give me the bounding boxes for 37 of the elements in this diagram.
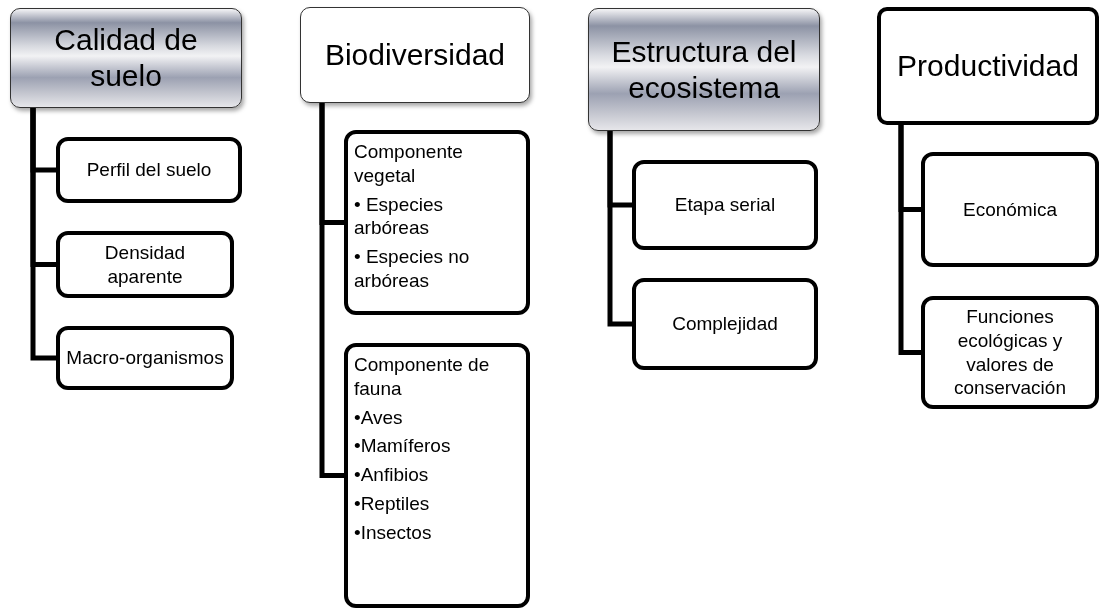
list-box [344,130,530,315]
node-label: Biodiversidad [324,37,506,73]
list-item: •Anfibios [354,463,429,487]
node-label: Económica [963,197,1057,222]
item-box [56,137,242,203]
node-label: Etapa serial [674,193,776,217]
list-item: •Reptiles [354,491,430,516]
heading-box [877,7,1099,125]
list-heading: Componente de fauna [354,353,491,401]
heading-box [300,7,530,103]
heading-box [588,8,820,131]
connector-line [898,125,921,355]
node-label: Macro-organismos [66,346,224,370]
heading-box [10,8,242,108]
connector-line [607,131,632,327]
list-item: • Especies no arbóreas [354,245,471,293]
list-item: •Mamíferos [354,434,451,458]
node-label: Funciones ecológicas y valores de conservación [953,305,1067,400]
item-box [921,296,1099,409]
list-heading: Componente vegetal [354,140,464,188]
item-box [632,160,818,250]
node-label: Calidad de suelo [53,22,199,94]
list-item: •Aves [354,405,403,430]
list-item: • Especies arbóreas [354,192,445,240]
item-box [56,231,234,298]
node-label: Densidad aparente [103,240,187,289]
node-label: Productividad [897,48,1079,84]
list-box [344,343,530,608]
node-label: Complejidad [672,312,778,336]
node-label: Estructura del ecosistema [610,33,798,106]
item-box [56,326,234,390]
item-box [921,152,1099,267]
node-label: Perfil del suelo [86,158,212,182]
connector-line [30,108,56,361]
connector-line [319,103,344,478]
item-box [632,278,818,370]
list-item: •Insectos [354,520,432,545]
